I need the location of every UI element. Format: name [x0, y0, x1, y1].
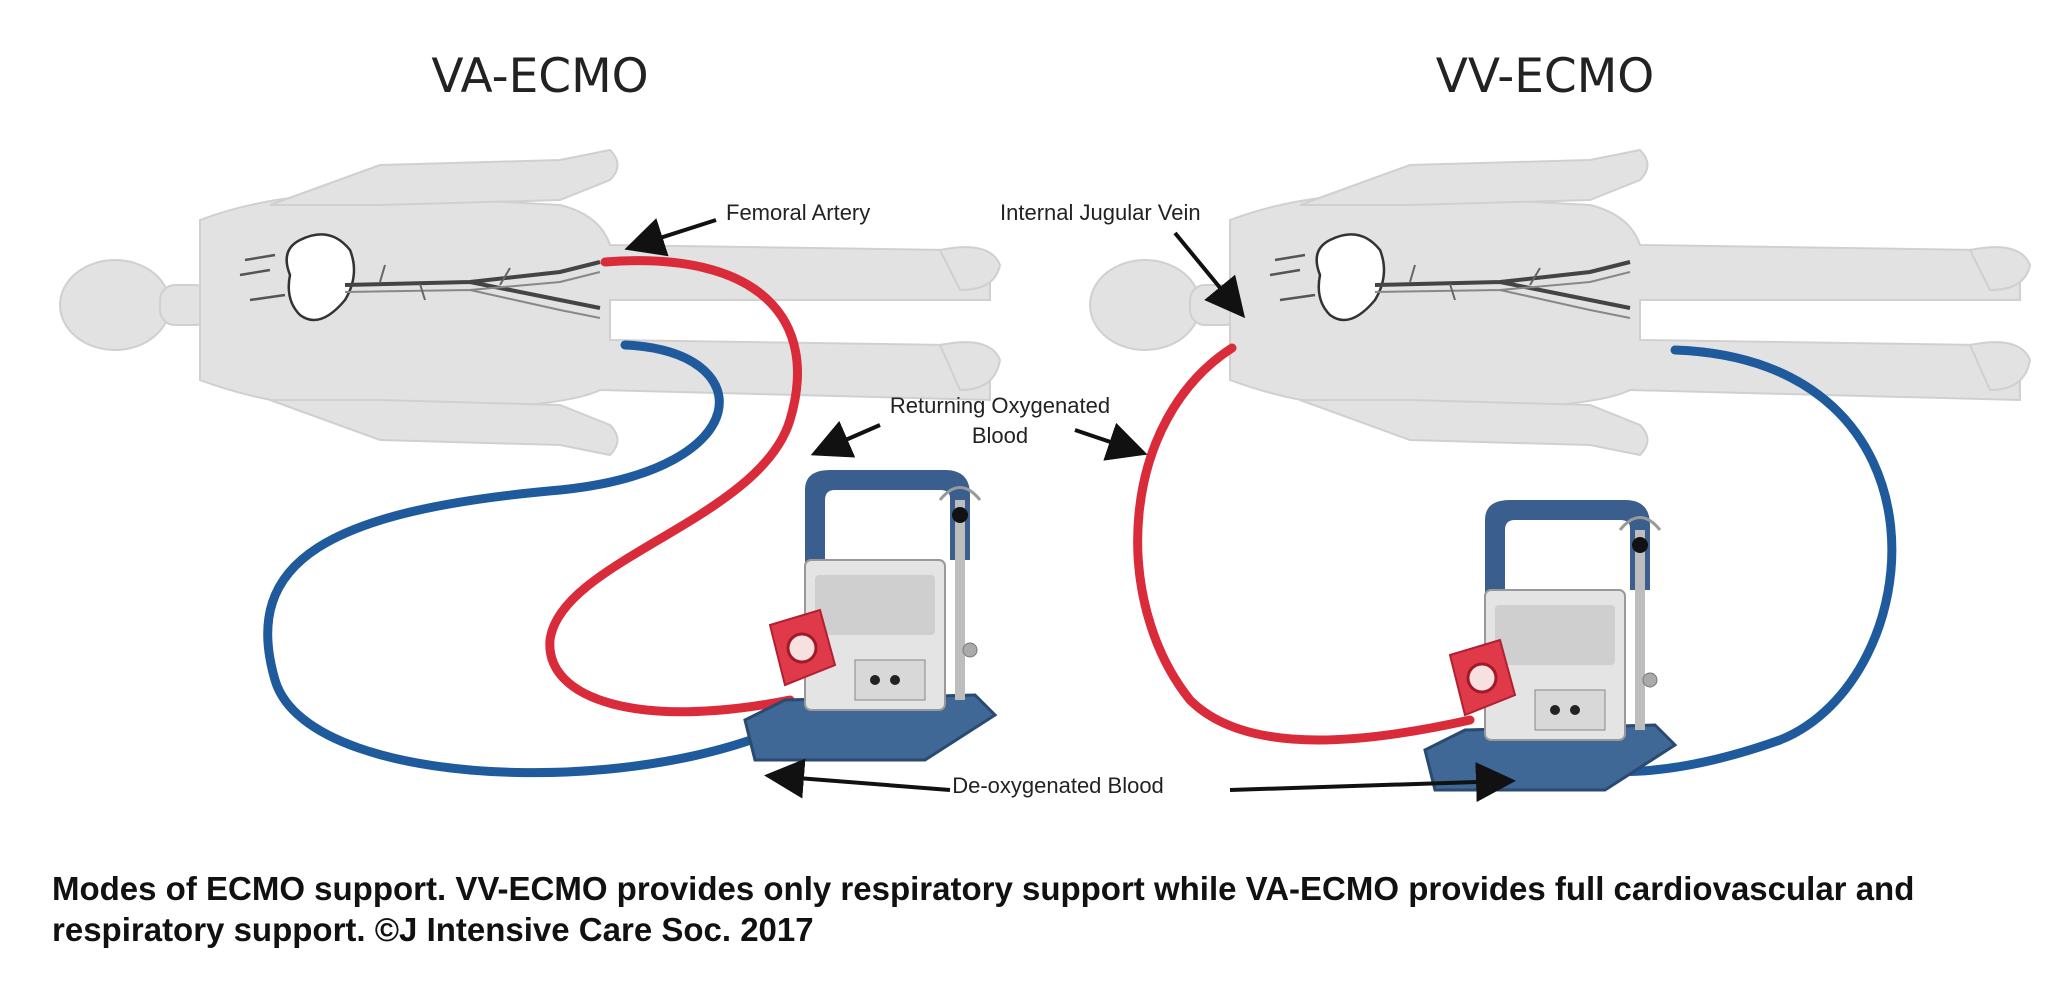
arrow-returning-right — [1074, 422, 1148, 461]
label-returning-line1: Returning Oxygenated — [890, 393, 1110, 418]
va-deoxygenated-line — [263, 340, 835, 778]
title-vv-ecmo: VV-ECMO — [1436, 49, 1655, 104]
label-internal-jugular-vein: Internal Jugular Vein — [1000, 200, 1201, 225]
ecmo-pump-right — [1423, 498, 1677, 792]
arrow-femoral-artery — [624, 218, 717, 257]
va-oxygenated-line — [545, 256, 802, 717]
title-va-ecmo: VA-ECMO — [431, 49, 648, 104]
arrow-deoxygenated-left — [764, 758, 951, 799]
label-deoxygenated: De-oxygenated Blood — [952, 773, 1164, 798]
label-returning-line2: Blood — [972, 423, 1028, 448]
label-femoral-artery: Femoral Artery — [726, 200, 870, 225]
patient-body-left — [58, 148, 1002, 457]
arrow-deoxygenated-right — [1229, 762, 1516, 803]
ecmo-pump-left — [743, 468, 997, 762]
diagram-canvas: VA-ECMO VV-ECMO Femoral Artery Internal … — [58, 49, 2032, 803]
vv-oxygenated-line — [1133, 343, 1475, 745]
arrow-returning-left — [810, 420, 881, 458]
figure-caption: Modes of ECMO support. VV-ECMO provides … — [52, 870, 1915, 948]
arrow-internal-jugular-vein — [1173, 231, 1246, 319]
